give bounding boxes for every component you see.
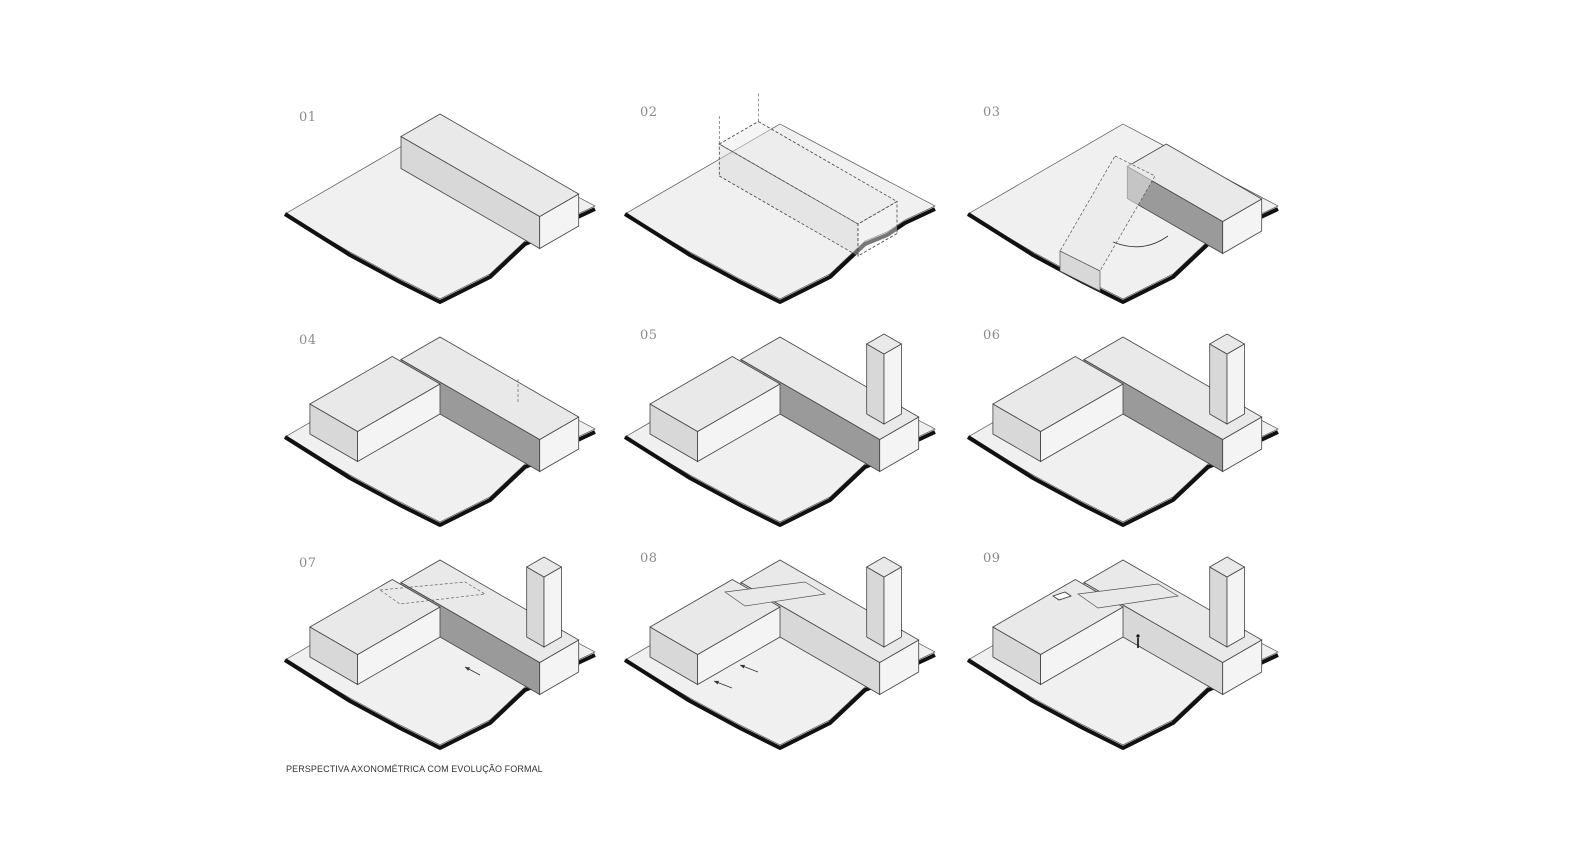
step-panel-03 (966, 123, 1279, 304)
step-number-02: 02 (640, 105, 658, 120)
step-panel-06 (966, 333, 1279, 527)
step-number-05: 05 (640, 328, 658, 343)
step-panel-05 (623, 333, 936, 527)
step-panel-07 (283, 556, 596, 750)
step-panel-02 (623, 93, 936, 304)
step-number-03: 03 (983, 105, 1001, 120)
step-number-09: 09 (983, 551, 1001, 566)
step-number-07: 07 (299, 556, 317, 571)
drawing-caption: PERSPECTIVA AXONOMÉTRICA COM EVOLUÇÃO FO… (286, 764, 543, 774)
step-number-01: 01 (299, 110, 317, 125)
step-panel-09 (966, 556, 1279, 750)
step-number-08: 08 (640, 551, 658, 566)
step-panel-04 (283, 336, 596, 527)
step-panel-01 (283, 113, 596, 304)
step-number-06: 06 (983, 328, 1001, 343)
step-number-04: 04 (299, 333, 317, 348)
step-panel-08 (623, 556, 936, 750)
